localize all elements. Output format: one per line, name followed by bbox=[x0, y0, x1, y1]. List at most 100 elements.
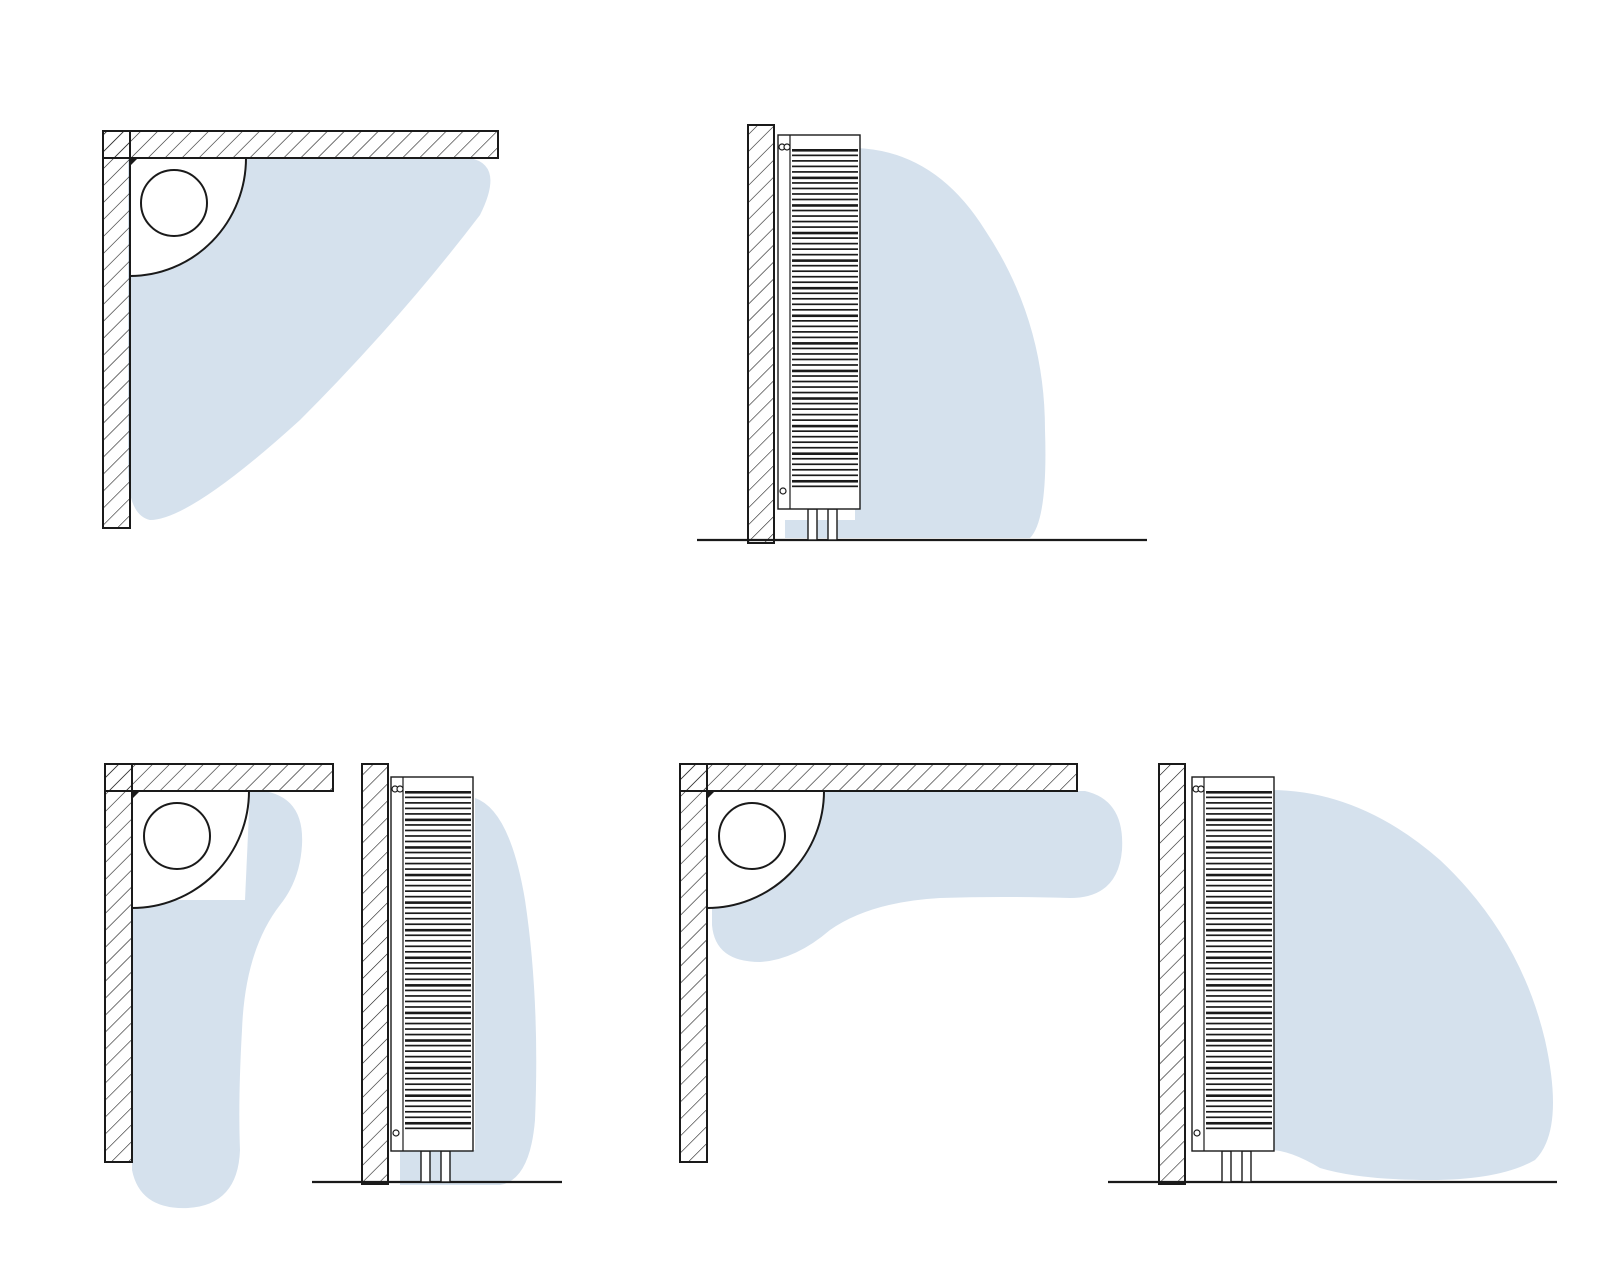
heater-fin bbox=[405, 791, 471, 794]
heater-fin bbox=[1206, 1028, 1272, 1030]
heater-fin bbox=[405, 939, 471, 942]
heater-fin bbox=[792, 397, 858, 400]
heater-fin bbox=[1206, 928, 1272, 932]
heater-body bbox=[1191, 776, 1275, 1152]
heater-fin bbox=[792, 468, 858, 471]
heater-fin bbox=[792, 165, 858, 168]
heater-fin bbox=[405, 807, 471, 810]
heater-side-unit bbox=[390, 776, 474, 1183]
heater-fin bbox=[792, 441, 858, 444]
heater-fin bbox=[405, 928, 471, 932]
heater-fin bbox=[792, 215, 858, 217]
heater-fin bbox=[792, 375, 858, 377]
heater-fin bbox=[792, 171, 858, 173]
heater-fin bbox=[792, 479, 858, 483]
heater-fin bbox=[405, 1121, 471, 1125]
heater-fin bbox=[405, 906, 471, 909]
heater-fin bbox=[1206, 1121, 1272, 1125]
heater-fin bbox=[792, 413, 858, 416]
heater-fin bbox=[792, 303, 858, 306]
heater-side-unit bbox=[1191, 776, 1275, 1183]
heater-fin bbox=[405, 1088, 471, 1091]
corner-bracket bbox=[707, 791, 715, 799]
wall-left bbox=[102, 130, 131, 529]
heater-fin bbox=[792, 237, 858, 239]
heater-fin bbox=[1206, 1110, 1272, 1113]
heater-fin bbox=[792, 463, 858, 466]
heater-fin bbox=[792, 253, 858, 256]
heater-fin bbox=[1206, 1044, 1272, 1047]
heater-fin bbox=[1206, 962, 1272, 964]
heater-fin bbox=[1206, 1116, 1272, 1119]
heater-fin bbox=[1206, 895, 1272, 898]
heater-fin bbox=[792, 275, 858, 278]
heater-fin bbox=[792, 226, 858, 228]
heater-fin bbox=[792, 457, 858, 460]
heater-fin bbox=[792, 435, 858, 438]
indicator-light bbox=[779, 487, 787, 495]
stone-compartment-circle bbox=[143, 802, 211, 870]
heater-fin bbox=[792, 264, 858, 267]
heater-leg bbox=[827, 508, 838, 541]
heater-fin bbox=[405, 901, 471, 904]
heater-fin bbox=[1206, 846, 1272, 849]
heater-fin bbox=[405, 973, 471, 975]
heater-fin bbox=[1206, 1050, 1272, 1052]
heater-fin bbox=[405, 962, 471, 964]
heater-fin bbox=[792, 149, 858, 152]
heater-fin bbox=[792, 353, 858, 355]
heater-fin bbox=[792, 204, 858, 207]
wall-left bbox=[679, 763, 708, 1163]
corner-bracket bbox=[130, 158, 138, 166]
heater-fin bbox=[792, 281, 858, 284]
heater-fin bbox=[1206, 923, 1272, 926]
heater-leg bbox=[440, 1150, 451, 1183]
heater-fin bbox=[1206, 1066, 1272, 1070]
heater-fin bbox=[1206, 1022, 1272, 1025]
heater-fin bbox=[1206, 824, 1272, 826]
heater-fin bbox=[405, 1077, 471, 1080]
heater-fin bbox=[792, 308, 858, 311]
heater-fin bbox=[792, 314, 858, 318]
heater-body bbox=[777, 134, 861, 510]
heater-fin bbox=[405, 950, 471, 953]
heater-fin bbox=[1206, 1006, 1272, 1008]
heater-fin bbox=[405, 873, 471, 877]
heater-fin bbox=[1206, 978, 1272, 981]
heater-fin bbox=[1206, 835, 1272, 837]
heater-fin bbox=[1206, 939, 1272, 942]
heater-fin bbox=[405, 846, 471, 849]
heater-fin bbox=[405, 1022, 471, 1025]
airflow-cloud-side-wall-narrow bbox=[400, 798, 537, 1185]
heater-fin bbox=[405, 1061, 471, 1063]
heater-fin bbox=[405, 1105, 471, 1108]
heater-fin bbox=[1206, 934, 1272, 937]
heater-fin bbox=[405, 824, 471, 826]
heater-fin bbox=[792, 358, 858, 361]
stone-compartment-circle bbox=[140, 169, 208, 237]
panel-top-view-corner-wide bbox=[679, 763, 1123, 1163]
heater-fin bbox=[1206, 1011, 1272, 1015]
panel-side-view-wall-narrow bbox=[312, 763, 562, 1185]
heater-fin bbox=[1206, 906, 1272, 909]
heater-fin bbox=[1206, 807, 1272, 810]
airflow-cloud-side-wall-wide bbox=[1270, 790, 1553, 1180]
heater-fin bbox=[792, 424, 858, 428]
heater-fin bbox=[405, 829, 471, 832]
heater-fin bbox=[1206, 995, 1272, 997]
heater-fin bbox=[405, 895, 471, 898]
heater-fin bbox=[405, 945, 471, 948]
heater-fin bbox=[405, 1055, 471, 1058]
heater-fin bbox=[792, 160, 858, 162]
heater-leg bbox=[420, 1150, 431, 1183]
heater-fin bbox=[1206, 890, 1272, 892]
airflow-cloud-side-wall bbox=[785, 148, 1046, 538]
heater-fin bbox=[405, 884, 471, 887]
heater-fin bbox=[405, 802, 471, 804]
heater-fin bbox=[405, 1006, 471, 1008]
indicator-light bbox=[1193, 1129, 1201, 1137]
heater-fin bbox=[1206, 1055, 1272, 1058]
heater-fin bbox=[405, 984, 471, 987]
heater-fin bbox=[405, 1044, 471, 1047]
